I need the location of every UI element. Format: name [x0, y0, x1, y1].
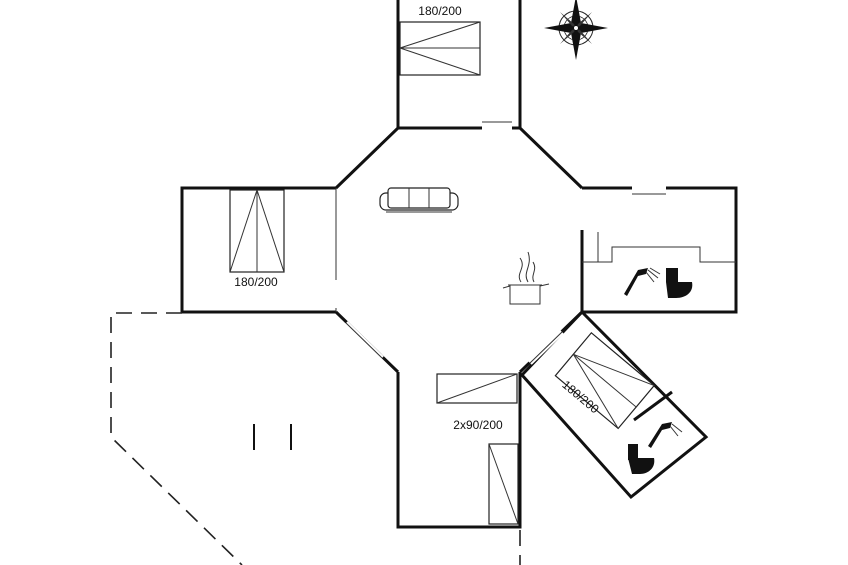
terrace-outline: [110, 312, 521, 565]
cooking-pot-icon: [502, 251, 550, 305]
bed-size-label-north: 180/200: [418, 4, 462, 18]
sofa-icon: [379, 187, 459, 213]
shower-icon: [624, 267, 661, 296]
bed-south-2: [488, 443, 519, 525]
toilet-icon-southeast: [628, 444, 655, 474]
bed-size-label-south: 2x90/200: [453, 418, 503, 432]
bed-size-label-west: 180/200: [234, 275, 278, 289]
bed-west: [229, 189, 285, 273]
interior-walls: [582, 232, 736, 422]
bed-south-1: [436, 373, 518, 404]
bed-southeast: [554, 331, 656, 430]
shower-icon-southeast: [648, 422, 683, 448]
openings: [333, 125, 666, 365]
toilet-icon: [666, 268, 693, 298]
opening-marks: [345, 121, 666, 364]
bed-north: [399, 21, 481, 76]
compass-rose-icon: [544, 0, 608, 60]
